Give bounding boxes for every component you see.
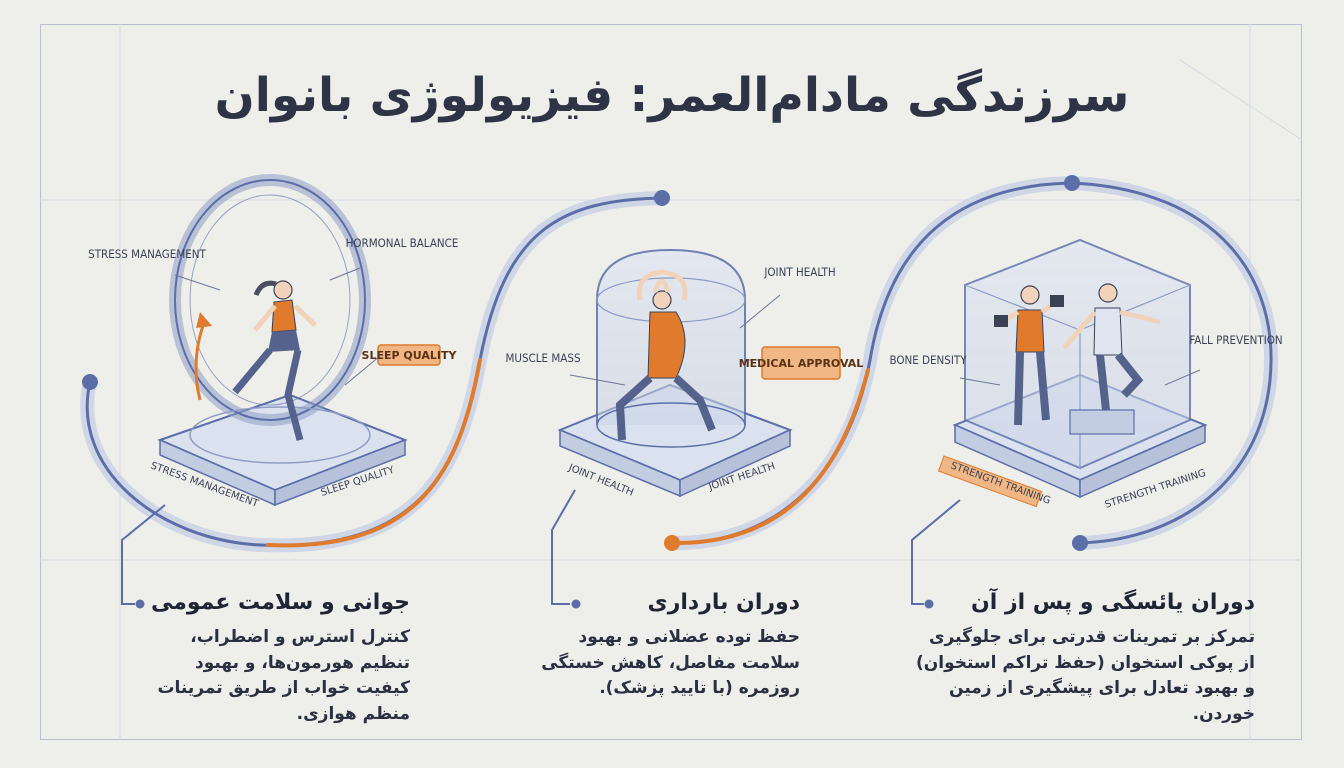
label-joint-health: JOINT HEALTH [763,265,835,279]
leader-lines [174,267,1201,386]
label-stress-management: STRESS MANAGEMENT [88,247,206,261]
tag-medical-approval: MEDICAL APPROVAL [739,357,864,370]
stage1-illustration [157,174,408,507]
stage2-body: حفظ توده عضلانی و بهبود سلامت مفاصل، کاه… [541,627,800,698]
stage3-body: تمرکز بر تمرینات قدرتی برای جلوگیری از پ… [915,627,1255,724]
stage1-text-block: جوانی و سلامت عمومی کنترل استرس و اضطراب… [150,590,410,727]
tag-sleep-quality: SLEEP QUALITY [362,349,458,362]
block-connectors [121,489,961,605]
page-title: سرزندگی مادام‌العمر: فیزیولوژی بانوان [214,68,1130,123]
label-bone-density: BONE DENSITY [889,353,967,367]
stage3-illustration [952,238,1208,499]
background-grid [40,24,1303,740]
stage3-text-block: دوران یائسگی و پس از آن تمرکز بر تمرینات… [910,590,1255,727]
stage1-body: کنترل استرس و اضطراب، تنظیم هورمون‌ها، و… [157,627,410,724]
stage2-text-block: دوران بارداری حفظ توده عضلانی و بهبود سل… [530,590,800,702]
stage2-heading: دوران بارداری [647,590,800,615]
stage3-heading: دوران یائسگی و پس از آن [970,590,1255,615]
stage1-heading: جوانی و سلامت عمومی [150,590,410,615]
label-hormonal-balance: HORMONAL BALANCE [346,236,459,250]
timeline-curve [80,175,1278,553]
label-muscle-mass: MUSCLE MASS [505,351,580,365]
stage2-illustration [557,248,793,498]
outer-frame [40,24,1302,740]
label-fall-prevention: FALL PREVENTION [1189,333,1282,347]
